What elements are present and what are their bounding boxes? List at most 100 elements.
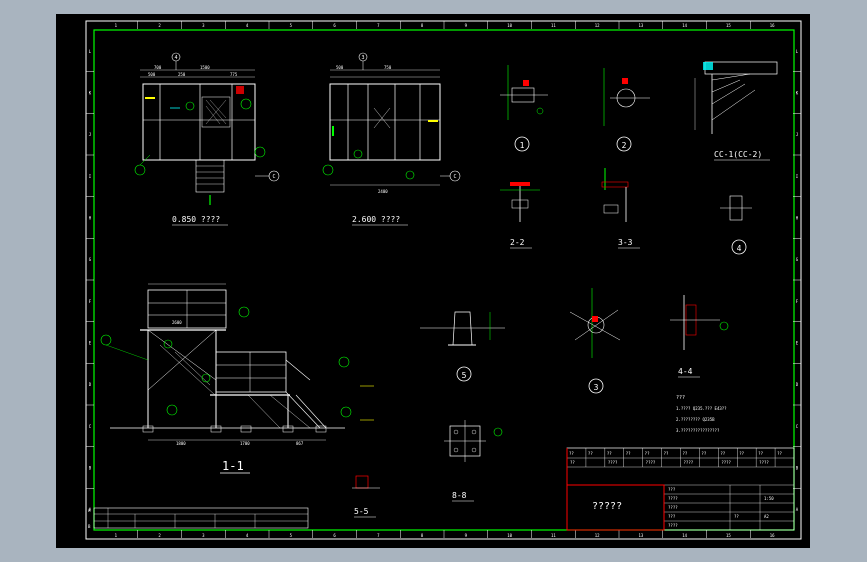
- red-marker: [622, 78, 628, 84]
- detail-tag: [240, 98, 252, 110]
- border-tick-label: 8: [421, 23, 424, 28]
- border-tick-label: 3: [202, 533, 205, 538]
- plan-view-0850: 4 700 1500 500 250 775 C 0.850 ????: [134, 52, 280, 226]
- dim-text: 250: [178, 72, 186, 77]
- border-tick-label: 2: [158, 23, 161, 28]
- border-tick-label: 2: [158, 533, 161, 538]
- border-tick-label: 14: [682, 23, 687, 28]
- dim-text: 2400: [378, 189, 388, 194]
- detail-marker-label: 4: [737, 244, 742, 253]
- title-cell: ??: [588, 451, 593, 456]
- foundation-pad: [315, 425, 327, 433]
- section-label-1-1: 1-1: [222, 459, 244, 473]
- border-tick-label: 12: [595, 533, 600, 538]
- bolt-hole: [471, 429, 477, 435]
- detail-tag: [185, 101, 195, 111]
- dim-text: 1700: [240, 441, 250, 446]
- bolt-hole: [453, 429, 459, 435]
- dim-text: 500: [336, 65, 344, 70]
- title-cell: ??: [777, 451, 782, 456]
- border-tick-label: B: [796, 466, 799, 471]
- border-tick-label: 13: [638, 533, 643, 538]
- weld-symbol: [536, 107, 544, 115]
- border-tick-label: 1: [115, 23, 118, 28]
- stair-plan: [195, 159, 225, 193]
- detail-2: 2: [603, 68, 650, 152]
- section-label-8-8: 8-8: [452, 491, 467, 500]
- title-block-header-cells: ????????????????????????????????????????…: [569, 448, 782, 467]
- detail-tag: [340, 406, 352, 418]
- drawing-sheet: [56, 14, 810, 548]
- border-tick-label: 5: [290, 533, 293, 538]
- detail-tag: [338, 356, 350, 368]
- border-tick-label: D: [796, 382, 799, 387]
- detail-5: 5: [420, 311, 505, 382]
- title-cell: ??: [683, 451, 688, 456]
- detail-marker-2: [616, 136, 632, 152]
- leader-line: [105, 344, 149, 361]
- dim-text: 750: [384, 65, 392, 70]
- border-tick-label: 10: [507, 533, 512, 538]
- red-marker: [510, 182, 530, 186]
- title-cell: ??: [570, 460, 575, 465]
- red-marker: [592, 316, 598, 322]
- border-tick-label: 10: [507, 23, 512, 28]
- yellow-marker: [428, 120, 438, 122]
- grating-hatch: [373, 107, 391, 129]
- border-tick-label: F: [89, 299, 92, 304]
- border-tick-label: J: [796, 132, 798, 137]
- border-tick-label: H: [89, 216, 92, 221]
- title-cell: ????: [646, 460, 656, 465]
- green-marker: [332, 126, 334, 136]
- grating-panel: [201, 96, 231, 128]
- title-cell: ????: [668, 496, 678, 501]
- foundation-pad: [282, 425, 294, 433]
- foundation-pad: [142, 425, 154, 433]
- border-tick-label: J: [89, 132, 91, 137]
- border-tick-label: K: [796, 91, 799, 96]
- title-cell: ??: [758, 451, 763, 456]
- border-tick-label: 15: [726, 23, 731, 28]
- title-cell: ????: [668, 523, 678, 528]
- border-tick-label: C: [89, 424, 92, 429]
- border-tick-label: D: [89, 382, 92, 387]
- bracing: [247, 394, 311, 429]
- sheet-size-text: A2: [764, 514, 769, 519]
- stair-stringer: [159, 344, 216, 396]
- title-block: ????? ??????????????????????????????????…: [566, 447, 795, 531]
- red-marker: [236, 86, 244, 94]
- axis-bubble-label: 3: [361, 55, 364, 61]
- detail-marker-1: [514, 136, 530, 152]
- border-tick-label: 1: [115, 533, 118, 538]
- bolt-hole: [471, 447, 477, 453]
- drawing-title: ?????: [592, 501, 622, 512]
- detail-tag: [254, 146, 266, 158]
- title-cell: ???: [668, 487, 676, 492]
- section-label-4-4: 4-4: [678, 367, 693, 376]
- detail-tag: [405, 170, 415, 180]
- title-cell: ??: [626, 451, 631, 456]
- detail-tag: [166, 404, 178, 416]
- title-cell: ??: [701, 451, 706, 456]
- border-tick-label: 4: [246, 23, 249, 28]
- border-tick-label: 3: [202, 23, 205, 28]
- detail-marker-label: 1: [520, 141, 525, 150]
- bracing-lines: [711, 73, 756, 121]
- section-8-8: 8-8: [444, 420, 503, 502]
- border-tick-label: H: [796, 216, 799, 221]
- border-tick-label: I: [796, 174, 799, 179]
- section-label-2-2: 2-2: [510, 238, 525, 247]
- detail-label-cc: CC-1(CC-2): [714, 150, 762, 159]
- detail-marker-label: 3: [594, 383, 599, 392]
- border-tick-label: 12: [595, 23, 600, 28]
- detail-tag: [163, 339, 173, 349]
- section-label-5-5: 5-5: [354, 507, 369, 516]
- detail-tag: [201, 373, 211, 383]
- plan-label-2600: 2.600 ????: [352, 215, 400, 224]
- detail-tag: [353, 149, 363, 159]
- revision-table-outline: [93, 507, 309, 529]
- detail-tag: [238, 306, 250, 318]
- dim-text: 500: [148, 72, 156, 77]
